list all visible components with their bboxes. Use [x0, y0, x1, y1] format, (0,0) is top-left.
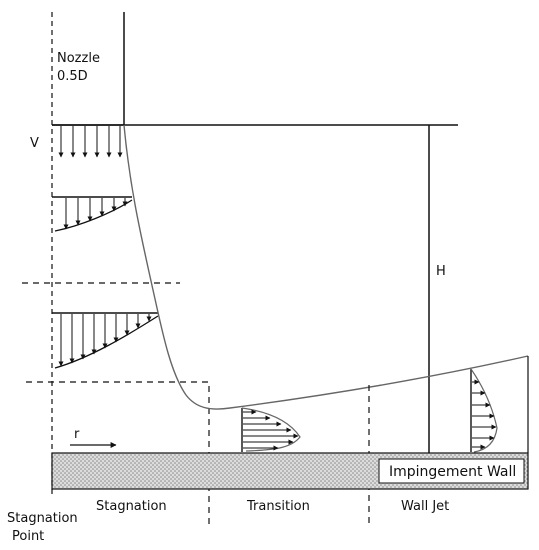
nozzle-label: Nozzle	[57, 51, 100, 66]
impingement-wall-label: Impingement Wall	[389, 464, 516, 480]
developing-velocity-profile-lower	[52, 312, 159, 369]
nozzle-exit-velocity-profile	[52, 124, 124, 158]
transition-velocity-profile	[241, 407, 301, 452]
jet-boundary	[123, 124, 529, 410]
stagnation-point-label-line1: Stagnation	[7, 511, 78, 526]
impingement-wall-label-box	[378, 458, 525, 484]
stagnation-point-label-line2: Point	[12, 529, 44, 544]
wall-jet-region-label: Wall Jet	[401, 499, 449, 514]
stagnation-region-label: Stagnation	[96, 499, 167, 514]
nozzle-diameter-label: 0.5D	[57, 69, 88, 84]
velocity-label: V	[30, 136, 39, 151]
transition-region-label: Transition	[246, 499, 310, 514]
radial-label: r	[74, 427, 80, 442]
height-label: H	[436, 264, 446, 279]
wall-jet-velocity-profile	[470, 368, 498, 453]
developing-velocity-profile-upper	[52, 196, 133, 232]
